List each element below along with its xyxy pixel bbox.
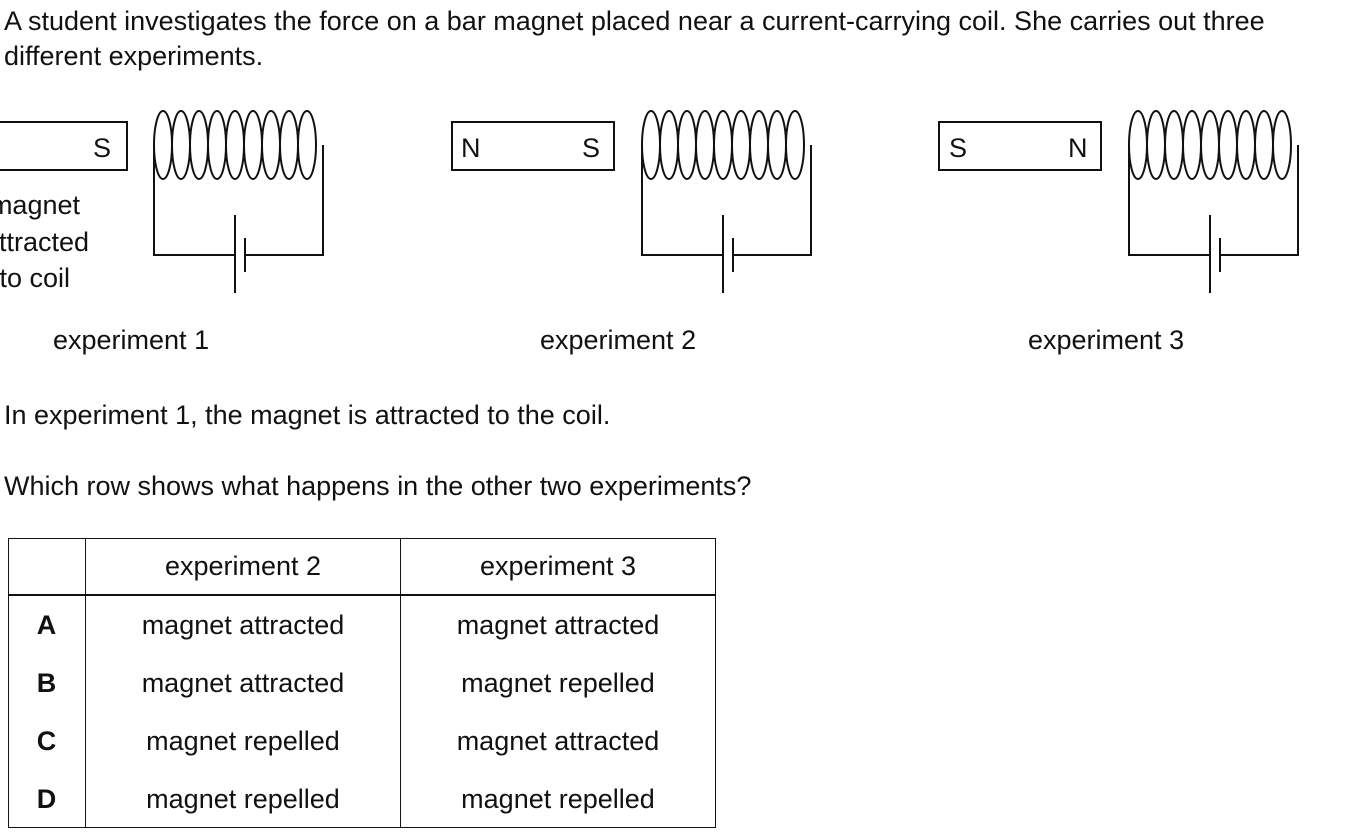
table-row[interactable]: B magnet attracted magnet repelled: [8, 654, 715, 712]
experiment-2-caption: experiment 2: [540, 325, 697, 355]
answer-table: experiment 2 experiment 3 A magnet attra…: [8, 538, 715, 828]
note-line-2: attracted: [0, 227, 89, 257]
magnet-pole-right: N: [1068, 133, 1088, 163]
table-header-row: experiment 2 experiment 3: [8, 538, 715, 596]
experiment-1-caption: experiment 1: [53, 325, 210, 355]
coil-circuit: [1128, 110, 1299, 294]
magnet-pole-right: S: [582, 133, 600, 163]
row-exp3: magnet repelled: [461, 783, 655, 814]
table-row[interactable]: A magnet attracted magnet attracted: [8, 595, 715, 654]
experiment-3-caption: experiment 3: [1028, 325, 1185, 355]
row-exp3: magnet attracted: [456, 609, 660, 640]
question-intro: A student investigates the force on a ba…: [4, 6, 1265, 71]
experiment-2-diagram: N S: [451, 110, 812, 294]
magnet-pole-left: N: [461, 133, 481, 163]
experiment-3-diagram: S N: [938, 110, 1299, 294]
magnet-pole-left: S: [949, 133, 967, 163]
bar-magnet: [451, 121, 615, 171]
row-letter: B: [8, 654, 86, 712]
magnet-pole-right: S: [93, 133, 111, 163]
note-line-3: to coil: [0, 263, 70, 293]
row-exp2: magnet repelled: [85, 770, 401, 828]
header-blank: [8, 538, 86, 596]
row-exp3: magnet repelled: [461, 667, 655, 698]
header-experiment-3: experiment 3: [400, 538, 715, 596]
row-exp2: magnet repelled: [85, 712, 401, 770]
bar-magnet: [938, 121, 1102, 171]
table-row[interactable]: C magnet repelled magnet attracted: [8, 712, 715, 770]
row-letter: C: [8, 712, 86, 770]
note-line-1: magnet: [0, 190, 80, 220]
bar-magnet: [0, 121, 128, 171]
row-exp3: magnet attracted: [456, 725, 660, 756]
row-exp2: magnet attracted: [85, 654, 401, 712]
question-prompt: Which row shows what happens in the othe…: [4, 471, 752, 501]
row-exp2: magnet attracted: [85, 595, 401, 654]
experiment-1-diagram: S magnet attracted to coil: [0, 110, 324, 294]
coil-circuit: [641, 110, 812, 294]
row-letter: D: [8, 770, 86, 828]
header-experiment-2: experiment 2: [85, 538, 401, 596]
row-letter: A: [8, 595, 86, 654]
table-row[interactable]: D magnet repelled magnet repelled: [8, 770, 715, 828]
experiments-diagram: S magnet attracted to coil N S S N: [0, 100, 1355, 305]
coil-circuit: [153, 110, 324, 294]
question-statement: In experiment 1, the magnet is attracted…: [4, 400, 611, 430]
